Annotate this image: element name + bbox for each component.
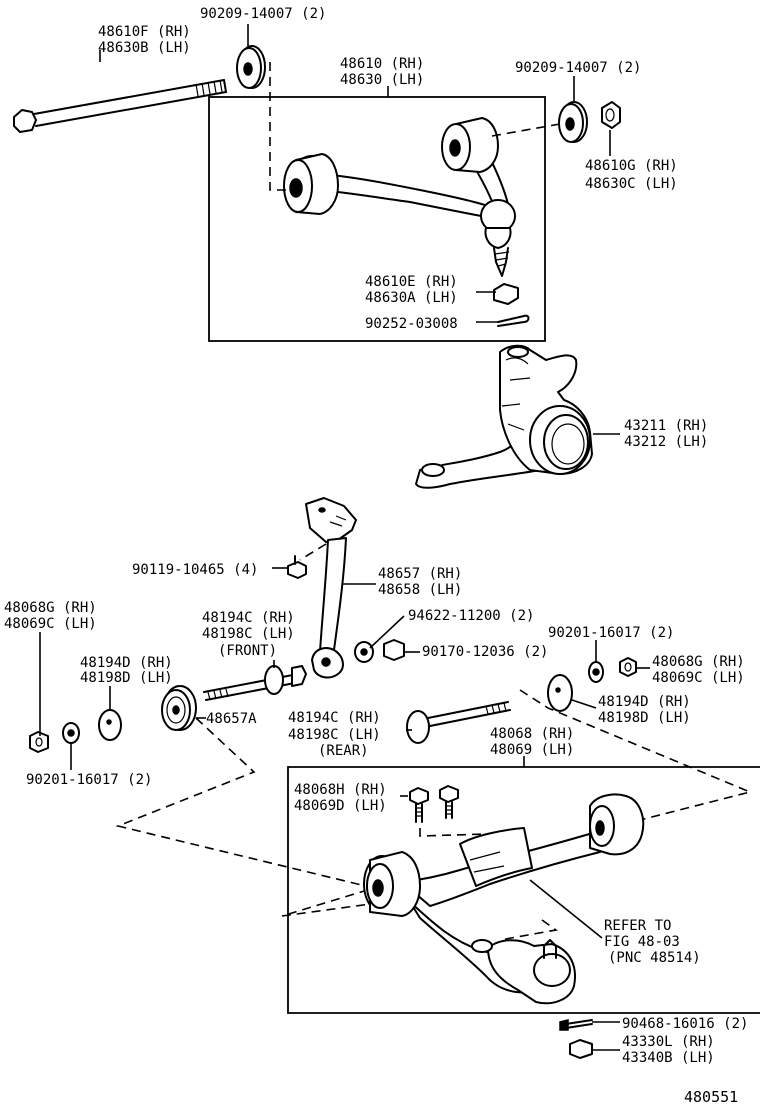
label-castle-nut-lh: 48630A (LH) (365, 290, 458, 306)
upper-washer-left (236, 45, 266, 89)
left-cam-plate (98, 709, 122, 741)
leader-lines (39, 24, 650, 1051)
strut-bar (305, 497, 357, 679)
upper-arm-bolt (13, 79, 227, 133)
label-lower-nut-rh: 43330L (RH) (622, 1034, 715, 1050)
label-washer-right: 90201-16017 (2) (548, 625, 674, 641)
label-rear-bolt-rh: 48194C (RH) (288, 710, 381, 726)
label-knuckle-rh: 43211 (RH) (624, 418, 708, 434)
front-bolt (203, 665, 307, 701)
label-bushing: 48657A (206, 711, 257, 727)
label-washer-left: 90201-16017 (2) (26, 772, 152, 788)
label-refer-line3: (PNC 48514) (608, 950, 701, 966)
upper-washer-right (558, 101, 588, 143)
label-washer-top-right: 90209-14007 (2) (515, 60, 641, 76)
label-rear-bolt-lh: 48198C (LH) (288, 727, 381, 743)
lower-arm-bolt-left (409, 787, 429, 823)
label-strut-nut: 90170-12036 (2) (422, 644, 548, 660)
left-washer (62, 722, 80, 744)
label-castle-nut-rh: 48610E (RH) (365, 274, 458, 290)
right-cam-plate (547, 674, 573, 712)
label-cam-plate-right-lh: 48198D (LH) (598, 710, 691, 726)
upper-castle-nut (493, 283, 519, 305)
label-strut-bolt: 90119-10465 (4) (132, 562, 258, 578)
label-nut-right-rh: 48068G (RH) (652, 654, 745, 670)
label-cotter-upper: 90252-03008 (365, 316, 458, 332)
label-lower-arm-lh: 48069 (LH) (490, 742, 574, 758)
upper-cotter-pin (497, 314, 530, 327)
lower-control-arm (363, 793, 645, 1005)
label-lower-bolt-rh: 48068H (RH) (294, 782, 387, 798)
right-nut (619, 657, 637, 677)
label-lower-bolt-lh: 48069D (LH) (294, 798, 387, 814)
label-strut-bar-rh: 48657 (RH) (378, 566, 462, 582)
strut-washer (354, 641, 374, 663)
label-upper-bolt-rh: 48610F (RH) (98, 24, 191, 40)
label-rear-bolt-pos: (REAR) (318, 743, 369, 759)
label-cam-plate-right-rh: 48194D (RH) (598, 694, 691, 710)
upper-nut-right (601, 101, 621, 129)
upper-control-arm (283, 117, 516, 277)
lower-cotter-pin (559, 1019, 593, 1031)
label-nut-left-lh: 48069C (LH) (4, 616, 97, 632)
label-upper-arm-lh: 48630 (LH) (340, 72, 424, 88)
label-refer-line2: FIG 48-03 (604, 934, 680, 950)
label-knuckle-lh: 43212 (LH) (624, 434, 708, 450)
steering-knuckle (415, 344, 593, 489)
label-strut-washer: 94622-11200 (2) (408, 608, 534, 624)
label-upper-nut-rh: 48610G (RH) (585, 158, 678, 174)
left-nut (29, 731, 49, 753)
lower-arm-bolt-right (439, 785, 459, 819)
label-front-bolt-lh: 48198C (LH) (202, 626, 295, 642)
upper-arm-group-box (208, 96, 546, 342)
label-nut-right-lh: 48069C (LH) (652, 670, 745, 686)
lower-castle-nut (569, 1039, 593, 1059)
label-front-bolt-pos: (FRONT) (218, 643, 277, 659)
label-cam-plate-left-rh: 48194D (RH) (80, 655, 173, 671)
label-upper-nut-lh: 48630C (LH) (585, 176, 678, 192)
strut-nut (383, 639, 405, 661)
label-refer-line1: REFER TO (604, 918, 671, 934)
rear-bolt (406, 701, 511, 744)
label-cam-plate-left-lh: 48198D (LH) (80, 670, 173, 686)
strut-bushing (161, 685, 197, 731)
label-upper-arm-rh: 48610 (RH) (340, 56, 424, 72)
label-strut-bar-lh: 48658 (LH) (378, 582, 462, 598)
label-cotter-lower: 90468-16016 (2) (622, 1016, 748, 1032)
figure-number: 480551 (684, 1088, 738, 1106)
label-nut-left-rh: 48068G (RH) (4, 600, 97, 616)
label-lower-arm-rh: 48068 (RH) (490, 726, 574, 742)
strut-bolt (287, 555, 307, 579)
right-washer (588, 661, 604, 683)
label-front-bolt-rh: 48194C (RH) (202, 610, 295, 626)
label-washer-top-left: 90209-14007 (2) (200, 6, 326, 22)
label-upper-bolt-lh: 48630B (LH) (98, 40, 191, 56)
label-lower-nut-lh: 43340B (LH) (622, 1050, 715, 1066)
